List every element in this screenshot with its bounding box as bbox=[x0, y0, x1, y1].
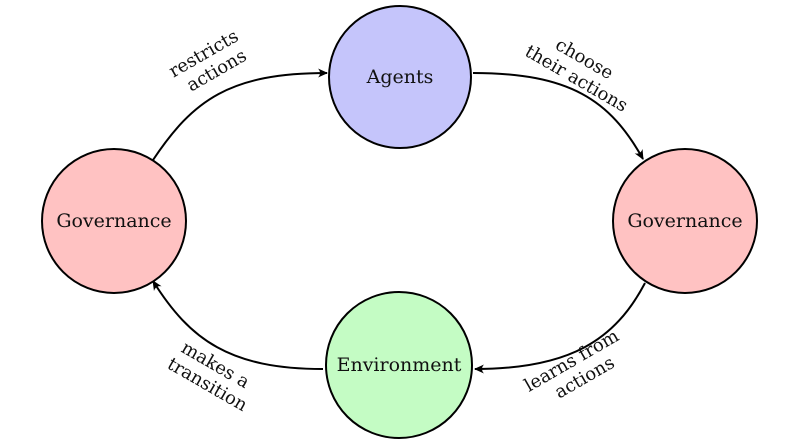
edge-makes-transition bbox=[152, 280, 324, 370]
node-agents-label: Agents bbox=[366, 66, 434, 88]
node-environment: Environment bbox=[325, 291, 473, 439]
edge-learns-from-actions bbox=[474, 282, 646, 374]
edge-label-learns-from-actions: learns from actions bbox=[521, 323, 638, 415]
node-environment-label: Environment bbox=[337, 354, 462, 376]
node-environment-circle bbox=[325, 291, 473, 439]
edge-choose-actions bbox=[472, 72, 644, 160]
edge-label-choose-actions: choose their actions bbox=[521, 23, 642, 117]
node-governance-right-circle bbox=[612, 148, 758, 294]
edge-label-makes-transition: makes a transition bbox=[164, 335, 262, 416]
node-governance-left-circle bbox=[41, 148, 187, 294]
edge-label-restricts-actions: restricts actions bbox=[165, 23, 257, 101]
node-governance-left: Governance bbox=[41, 148, 187, 294]
node-governance-right-label: Governance bbox=[627, 210, 742, 232]
node-governance-right: Governance bbox=[612, 148, 758, 294]
edge-restricts-actions bbox=[152, 68, 328, 161]
node-agents-circle bbox=[328, 5, 472, 149]
node-governance-left-label: Governance bbox=[56, 210, 171, 232]
node-agents: Agents bbox=[328, 5, 472, 149]
